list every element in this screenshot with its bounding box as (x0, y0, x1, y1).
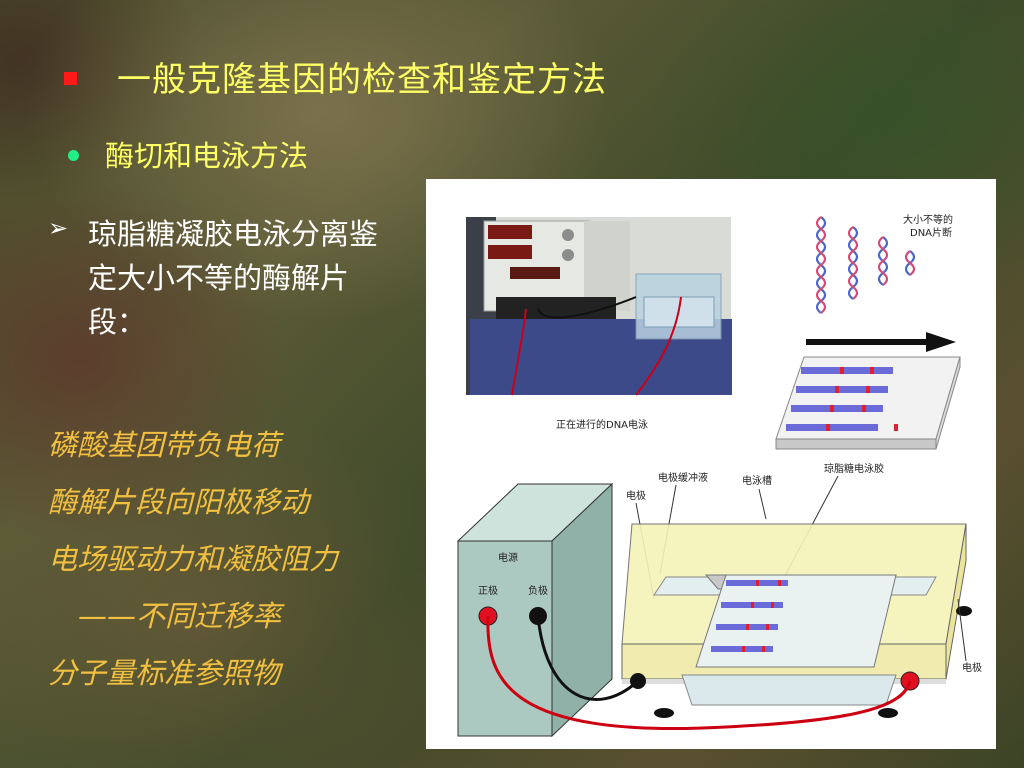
red-square-bullet-icon (64, 72, 77, 85)
photo-caption: 正在进行的DNA电泳 (556, 418, 648, 431)
dna-fragments-label-1: 大小不等的 (903, 213, 953, 226)
positive-label: 正极 (478, 584, 498, 597)
negative-cable (536, 615, 640, 701)
buffer-label: 电极缓冲液 (658, 471, 708, 484)
tank-label: 电泳槽 (742, 474, 772, 487)
dna-fragments-label-2: DNA片断 (910, 226, 952, 239)
note-item: 磷酸基团带负电荷 (48, 428, 281, 462)
arrow-bullet-icon: ➢ (48, 214, 69, 242)
negative-label: 负极 (528, 584, 548, 597)
gel-label: 琼脂糖电泳胶 (824, 462, 884, 475)
notes-list: 磷酸基团带负电荷 酶解片段向阳极移动 电场驱动力和凝胶阻力 ——不同迁移率 分子… (48, 425, 338, 710)
green-dot-bullet-icon (68, 150, 79, 161)
title-text: 一般克隆基因的检查和鉴定方法 (117, 60, 607, 100)
agarose-gel-slab (775, 356, 961, 450)
electrophoresis-figure: 正在进行的DNA电泳 大小不等的 DNA片断 琼脂糖电泳胶 电极缓 (426, 179, 996, 749)
positive-cable (486, 615, 912, 730)
electrode-label-right: 电极 (962, 661, 982, 674)
subtitle-text: 酶切和电泳方法 (105, 139, 309, 173)
slide-subtitle: 酶切和电泳方法 (68, 133, 308, 175)
bullet-text: 琼脂糖凝胶电泳分离鉴定大小不等的酶解片段： (88, 217, 379, 339)
note-item: 酶解片段向阳极移动 (48, 485, 310, 519)
bullet-point: ➢ 琼脂糖凝胶电泳分离鉴定大小不等的酶解片段： (48, 212, 408, 344)
note-item: 电场驱动力和凝胶阻力 (48, 542, 339, 576)
slide-title: 一般克隆基因的检查和鉴定方法 (64, 52, 607, 101)
electrophoresis-photo (466, 217, 732, 396)
electrode-right-pointer-line (957, 598, 967, 662)
electrophoresis-tank (621, 523, 972, 718)
power-supply (456, 482, 614, 738)
note-item: ——不同迁移率 (78, 599, 282, 633)
power-label: 电源 (498, 551, 518, 564)
tank-pointer-line (758, 488, 767, 520)
note-item: 分子量标准参照物 (48, 656, 281, 690)
electrode-label-left: 电极 (626, 489, 646, 502)
dna-strands-icon (815, 216, 916, 314)
migration-arrow-icon (806, 332, 956, 352)
